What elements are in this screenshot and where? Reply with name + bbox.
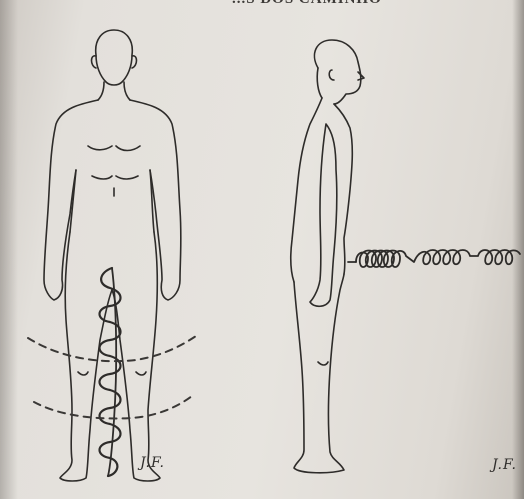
front-left-arm bbox=[44, 100, 98, 300]
front-figure-signature: J.F. bbox=[140, 455, 165, 471]
side-coil bbox=[348, 250, 520, 267]
side-legs bbox=[294, 274, 344, 473]
side-arm bbox=[310, 124, 337, 306]
side-figure bbox=[291, 40, 364, 473]
dashed-arcs bbox=[28, 336, 196, 418]
front-right-arm bbox=[130, 100, 181, 300]
front-spiral bbox=[100, 268, 121, 476]
side-head bbox=[314, 40, 360, 104]
side-figure-signature: J.F. bbox=[492, 457, 517, 473]
front-head bbox=[96, 30, 133, 85]
